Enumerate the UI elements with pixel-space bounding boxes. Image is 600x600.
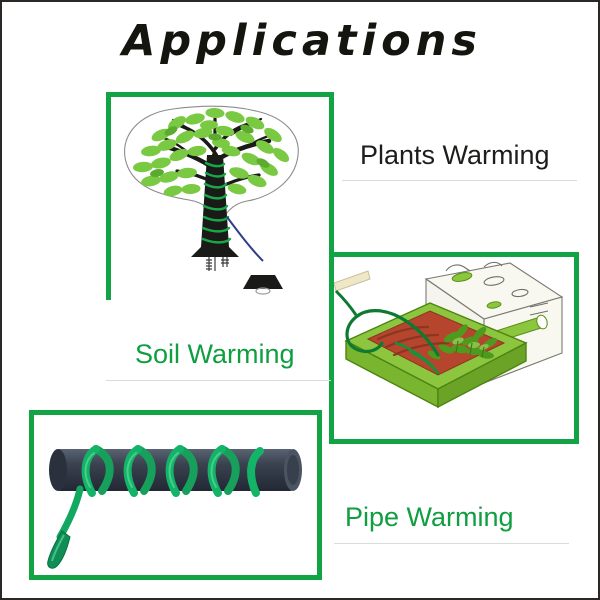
pipe-caption-underline	[334, 543, 569, 544]
caption-soil-warming: Soil Warming	[135, 339, 295, 369]
frame-plants-right-rule	[574, 252, 579, 444]
caption-plants-warming: Plants Warming	[360, 140, 550, 170]
frame-pipe-top-rule	[29, 410, 322, 415]
frame-soil-top-rule	[106, 92, 334, 97]
frame-pipe-right-rule	[317, 410, 322, 580]
soil-caption-underline	[106, 380, 331, 381]
frame-soil-right-rule	[329, 92, 334, 444]
page-title: Applications	[122, 16, 482, 66]
frame-pipe-left-rule	[29, 410, 34, 580]
seed-propagator-illustration	[334, 257, 574, 439]
frame-plants-bottom-rule	[329, 439, 579, 444]
frame-pipe-bottom-rule	[29, 575, 322, 580]
frame-soil-left-rule	[106, 92, 111, 300]
caption-pipe-warming: Pipe Warming	[345, 502, 514, 532]
frame-plants-top-rule	[329, 252, 579, 257]
pipe-with-spiral-cable-illustration	[34, 415, 317, 575]
plants-caption-underline	[342, 180, 577, 181]
tree-with-heating-cable-illustration	[111, 97, 329, 300]
